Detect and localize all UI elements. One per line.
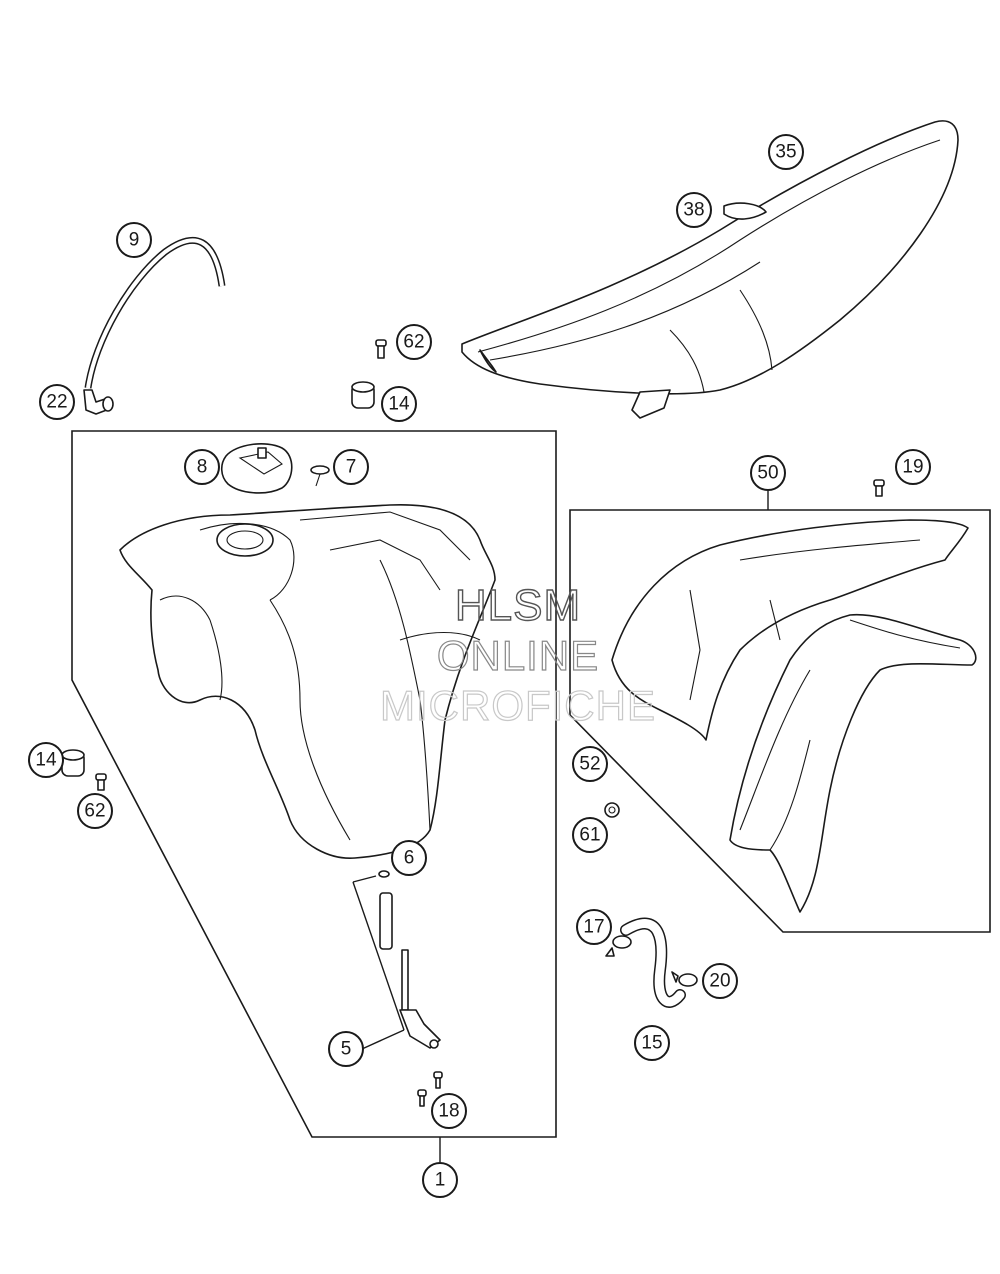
hose-elbow — [83, 389, 114, 415]
spoiler-group-frame — [569, 509, 991, 933]
callout-label: 17 — [583, 917, 604, 938]
callout-label: 38 — [683, 200, 704, 221]
callout-22: 22 — [39, 384, 75, 420]
callout-label: 8 — [197, 457, 208, 478]
callout-19: 19 — [895, 449, 931, 485]
callout-9: 9 — [116, 222, 152, 258]
callout-label: 35 — [775, 142, 796, 163]
callout-label: 9 — [129, 230, 140, 251]
bushing-left — [61, 749, 85, 777]
fuel-cap — [220, 443, 293, 494]
callout-1: 1 — [422, 1162, 458, 1198]
breather-valve — [310, 465, 330, 487]
vent-hose — [84, 236, 226, 389]
fuel-tap — [352, 870, 441, 1050]
watermark-line3: MICROFICHE — [380, 682, 656, 729]
callout-label: 62 — [84, 801, 105, 822]
callout-14-top: 14 — [381, 386, 417, 422]
callout-52: 52 — [572, 746, 608, 782]
callout-label: 19 — [902, 457, 923, 478]
callout-6: 6 — [391, 840, 427, 876]
callout-label: 5 — [341, 1039, 352, 1060]
callout-7: 7 — [333, 449, 369, 485]
callout-62-top: 62 — [396, 324, 432, 360]
bushing-top — [351, 381, 375, 409]
seat — [461, 120, 959, 419]
watermark: HLSM ONLINE MICROFICHE — [379, 580, 656, 729]
callout-14-left: 14 — [28, 742, 64, 778]
screw-spoiler — [873, 479, 885, 497]
spoiler-right — [729, 613, 977, 913]
callout-label: 20 — [709, 971, 730, 992]
callout-label: 1 — [435, 1170, 446, 1191]
callout-label: 61 — [579, 825, 600, 846]
callout-label: 14 — [388, 394, 410, 415]
callout-20: 20 — [702, 963, 738, 999]
callout-label: 15 — [641, 1033, 662, 1054]
callout-label: 14 — [35, 750, 57, 771]
fuel-tank — [119, 504, 496, 859]
callout-15: 15 — [634, 1025, 670, 1061]
callout-17: 17 — [576, 909, 612, 945]
screw-top — [375, 339, 387, 359]
callout-62-left: 62 — [77, 793, 113, 829]
watermark-line2: ONLINE — [437, 632, 599, 679]
hose-clamp-left — [605, 935, 632, 957]
callout-label: 22 — [46, 392, 67, 413]
screws-bottom — [417, 1071, 443, 1107]
callout-5: 5 — [328, 1031, 364, 1067]
callout-label: 7 — [346, 457, 357, 478]
nut-spoiler — [604, 802, 620, 818]
callout-label: 62 — [403, 332, 424, 353]
screw-left — [95, 773, 107, 791]
watermark-line1: HLSM — [455, 581, 581, 630]
callout-50: 50 — [750, 455, 786, 491]
callout-label: 6 — [404, 848, 415, 869]
spoiler-left — [611, 519, 969, 741]
callout-35: 35 — [768, 134, 804, 170]
callout-label: 50 — [757, 463, 778, 484]
callout-label: 18 — [438, 1101, 459, 1122]
callout-61: 61 — [572, 817, 608, 853]
callout-label: 52 — [579, 754, 600, 775]
hose-clamp-right — [671, 971, 698, 987]
fuel-hose — [620, 917, 686, 1008]
callout-38: 38 — [676, 192, 712, 228]
callout-18: 18 — [431, 1093, 467, 1129]
callout-8: 8 — [184, 449, 220, 485]
fuel-tank-group-frame — [71, 430, 557, 1138]
